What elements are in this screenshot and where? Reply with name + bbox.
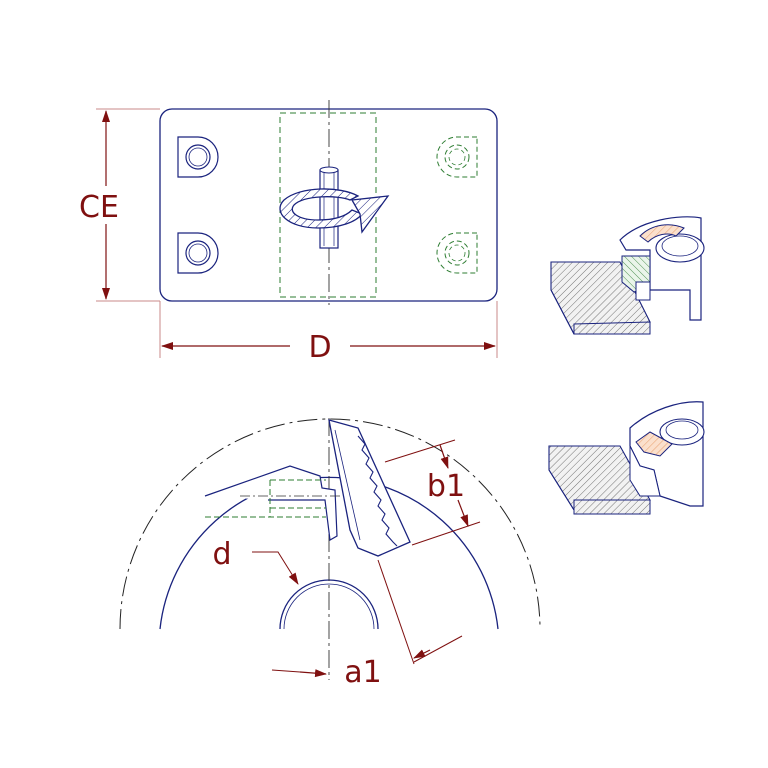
hidden-screw [205, 479, 342, 518]
rotation-direction-arrow-icon [279, 166, 390, 249]
cutting-circle [119, 418, 541, 630]
a1-dimension: a1 [271, 559, 463, 690]
bore-label: d [212, 537, 231, 572]
serrated-back-edge [357, 435, 398, 547]
d-label: D [308, 330, 331, 365]
b1-dimension: b1 [384, 439, 481, 546]
d-bore-dimension: d [212, 537, 299, 585]
b1-label: b1 [427, 469, 465, 504]
screw-pocket-bottom-left [177, 232, 219, 274]
ce-label: CE [79, 190, 119, 225]
screw-pocket-top-left [177, 136, 219, 178]
top-view: CE D [79, 100, 498, 365]
screw-pocket-top-right [436, 136, 478, 178]
screw-pocket-bottom-right [436, 232, 478, 274]
bore-circle-inner [283, 583, 375, 630]
isometric-detail-top [550, 216, 705, 335]
a1-label: a1 [344, 655, 381, 690]
knife-insert [328, 419, 411, 557]
chip-gullet [204, 465, 338, 541]
side-view: b1 d a1 [119, 418, 541, 690]
isometric-detail-bottom [548, 401, 705, 515]
